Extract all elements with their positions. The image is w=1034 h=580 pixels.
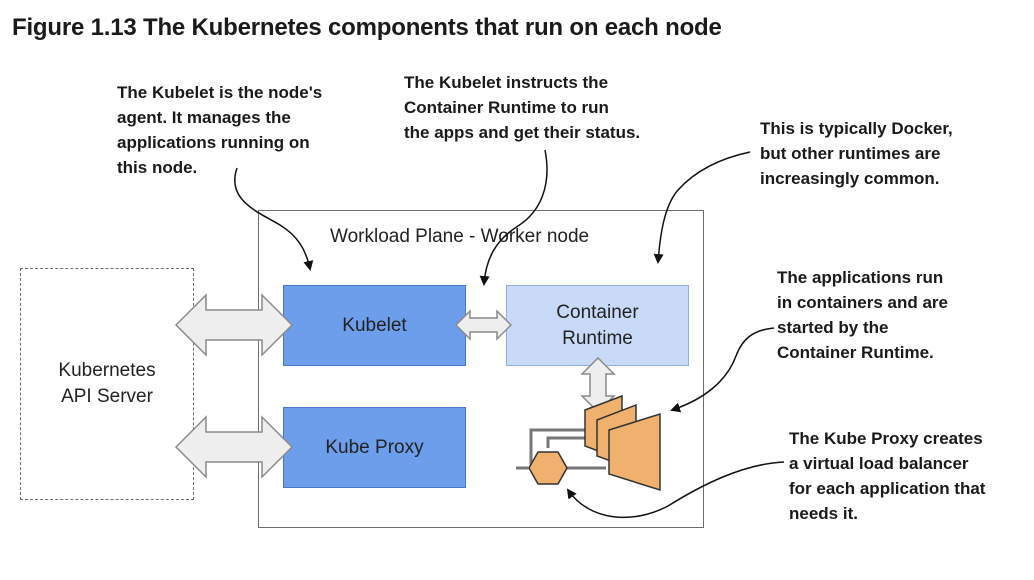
annotation-docker: This is typically Docker, but other runt… xyxy=(760,119,953,188)
annotation-apps-run: The applications run in containers and a… xyxy=(777,268,948,362)
hexagon-icon xyxy=(528,451,568,485)
container-stack-icon xyxy=(584,394,661,492)
annotation-arrow-docker xyxy=(653,151,751,264)
kubelet-runtime-double-arrow xyxy=(454,309,513,341)
annotation-arrow-instructs xyxy=(479,149,548,286)
kubelet-box: Kubelet xyxy=(283,285,466,366)
api-kubeproxy-double-arrow xyxy=(174,415,294,479)
annotation-kube-proxy: The Kube Proxy creates a virtual load ba… xyxy=(789,429,986,523)
worker-node-box xyxy=(258,210,704,528)
worker-node-label: Workload Plane - Worker node xyxy=(330,226,590,247)
annotation-arrow-apps xyxy=(670,327,775,413)
api-kubelet-double-arrow xyxy=(174,293,294,357)
annotation-kubelet-instructs: The Kubelet instructs the Container Runt… xyxy=(404,73,641,142)
annotation-kubelet-agent: The Kubelet is the node's agent. It mana… xyxy=(117,83,323,177)
api-server-box: Kubernetes API Server xyxy=(20,268,194,500)
figure-title: Figure 1.13 The Kubernetes components th… xyxy=(12,14,722,41)
container-links xyxy=(529,428,606,470)
annotation-arrow-proxy xyxy=(566,461,785,519)
annotation-arrow-kubelet xyxy=(234,167,314,271)
kube-proxy-box: Kube Proxy xyxy=(283,407,466,488)
